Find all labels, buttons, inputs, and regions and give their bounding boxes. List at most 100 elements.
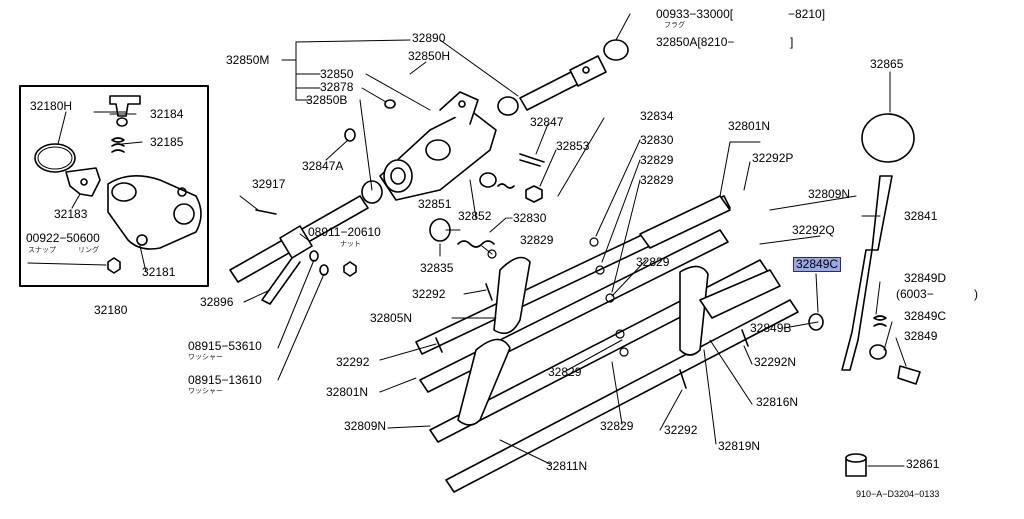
label-32849C-highlighted[interactable]: 32849C [792, 257, 842, 272]
label-32850: 32850 [320, 67, 354, 81]
label-32834: 32834 [640, 109, 674, 123]
washer-08915-53610 [309, 250, 319, 262]
label-32292P: 32292P [752, 151, 794, 165]
gasket-32180H [34, 143, 76, 173]
label-32850M: 32850M [226, 53, 270, 67]
label-32917: 32917 [252, 177, 286, 191]
lever-32841 [871, 175, 893, 251]
label-wassha-2: ワッシャー [188, 388, 223, 395]
label-00922-50600: 00922−50600 [26, 231, 100, 245]
ball-32849C [869, 344, 887, 360]
rail-32801N-top [639, 195, 731, 249]
label-32292-a: 32292 [412, 287, 446, 301]
label-32850H: 32850H [408, 49, 451, 63]
label-32816N: 32816N [756, 395, 799, 409]
pin-32917 [255, 209, 277, 215]
label-32292Q: 32292Q [792, 223, 835, 237]
nut-32853 [525, 185, 543, 203]
label-32850B: 32850B [306, 93, 348, 107]
label-32830-b: −32830 [506, 211, 547, 225]
label-32841: 32841 [904, 209, 938, 223]
gasket-32851 [361, 180, 383, 204]
label-32849: 32849 [904, 329, 938, 343]
label-32829-c: 32829 [520, 233, 554, 247]
label-32850A-end: ] [790, 35, 794, 49]
pin-32292-c [679, 369, 687, 389]
housing-32181 [107, 175, 202, 250]
label-32829-b: 32829 [640, 173, 674, 187]
label-32801N-bottom: 32801N [326, 385, 369, 399]
label-32180H: 32180H [30, 99, 73, 113]
label-32292-b: 32292 [336, 355, 370, 369]
label-32829-f: 32829 [600, 419, 634, 433]
label-32811N: 32811N [546, 459, 588, 473]
washer-08915-13610 [319, 264, 329, 276]
label-32849B: 32849B [750, 321, 792, 335]
leader-lines [57, 13, 907, 467]
label-32185: 32185 [150, 135, 184, 149]
label-32181: 32181 [142, 265, 176, 279]
spring-32830 [457, 240, 495, 248]
spring-32849D [873, 315, 887, 327]
fork-32811N [457, 338, 511, 426]
label-32180: 32180 [94, 303, 128, 317]
label-wassha-1: ワッシャー [188, 354, 223, 361]
label-furagu: フラグ [664, 22, 685, 29]
label-32849C: 32849C [904, 309, 947, 323]
lever-32816N [699, 269, 781, 319]
knob-32865 [861, 113, 915, 163]
housing-32850 [379, 91, 497, 201]
label-00933-33000: 00933−33000[ [656, 7, 734, 21]
label-32805N: 32805N [370, 311, 413, 325]
spring-32185 [111, 137, 125, 153]
label-32801N-top: 32801N [728, 119, 771, 133]
label-32809N-top: 32809N [808, 187, 851, 201]
label-32878: 32878 [320, 80, 354, 94]
label-08911-20610: 08911−20610 [308, 225, 381, 239]
label-32852: 32852 [458, 209, 492, 223]
ring-32847A [344, 128, 356, 142]
label-32851: 32851 [418, 197, 452, 211]
label-32829-d: 32829 [636, 255, 670, 269]
label-32850A: 32850A[8210− [656, 35, 735, 49]
label-sunappu: スナップ [28, 247, 56, 254]
pin-32292N [741, 329, 749, 347]
washer-32878 [384, 99, 396, 109]
shaft-32890 [497, 39, 629, 116]
label-32184: 32184 [150, 107, 184, 121]
fork-32805N [493, 256, 531, 335]
label-32830-a: 32830 [640, 133, 674, 147]
diagram-code: 910−A−D3204−0133 [856, 489, 940, 499]
pin-32292-a [485, 283, 493, 301]
label-ringu: リング [78, 247, 99, 254]
detent-balls [487, 237, 629, 357]
label-32896: 32896 [200, 295, 234, 309]
pin-32849 [897, 365, 921, 385]
label-32183: 32183 [54, 207, 88, 221]
label-6003: (6003− [896, 287, 934, 301]
plug-32184 [109, 95, 141, 127]
snap-ring-00922-50600 [107, 257, 121, 274]
label-32849D: 32849D [904, 271, 947, 285]
label-32829-a: 32829 [640, 153, 674, 167]
label-natto: ナット [340, 241, 361, 248]
label-32861: 32861 [906, 457, 940, 471]
label-32292N: 32292N [754, 355, 797, 369]
label-32809N-bottom: 32809N [344, 419, 387, 433]
label-32865: 32865 [870, 57, 904, 71]
fork-32819N [679, 265, 709, 356]
bolt-32847 [519, 153, 545, 167]
label-08915-53610: 08915−53610 [188, 339, 262, 353]
label-8210-end: −8210] [788, 7, 826, 21]
label-32819N: 32819N [718, 439, 761, 453]
lever-32183 [65, 167, 101, 197]
label-32847A: 32847A [302, 159, 344, 173]
shaft-32917 [229, 195, 369, 305]
label-32847: 32847 [530, 115, 564, 129]
label-32292-c: 32292 [664, 423, 698, 437]
label-6003-end: ) [974, 287, 978, 301]
label-32829-e: 32829 [548, 365, 582, 379]
inset-frame [19, 85, 209, 287]
pin-32292-b [435, 337, 443, 353]
